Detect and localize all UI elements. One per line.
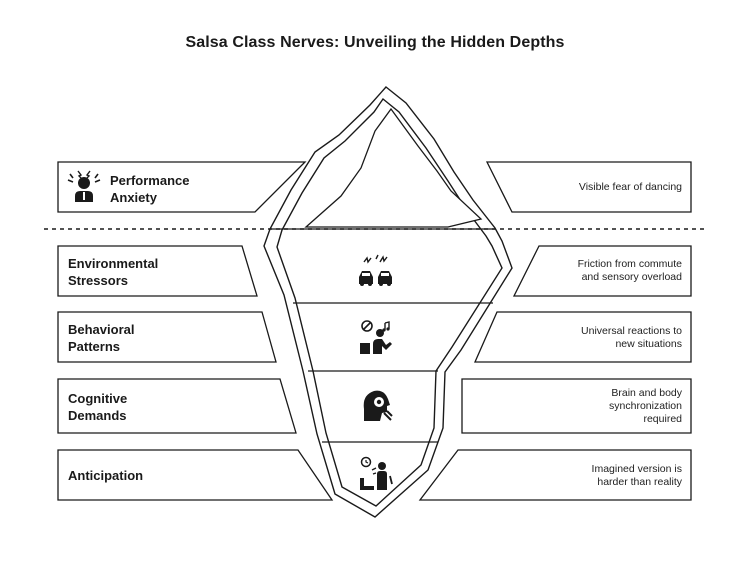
left-box-performance-anxiety [57,161,307,213]
brain-gear-head-icon [363,390,393,421]
desc-environmental-stressors: Friction from commute and sensory overlo… [578,258,682,284]
right-box-anticipation [418,449,692,501]
desc-line: Friction from commute [577,258,682,270]
desc-line: required [643,413,682,425]
label-anticipation: Anticipation [68,467,143,484]
left-box-cognitive-demands [57,378,297,434]
label-performance-anxiety: Performance Anxiety [110,172,189,206]
desc-line: Visible fear of dancing [578,181,682,193]
label-cognitive-demands: Cognitive Demands [68,390,127,424]
iceberg-tip [304,107,483,228]
desc-line: synchronization [609,400,682,412]
desc-line: new situations [615,338,682,350]
right-box-behavioral-patterns [474,311,692,363]
desc-line: Imagined version is [591,463,682,475]
desc-anticipation: Imagined version is harder than reality [592,463,682,489]
label-line: Anticipation [68,468,144,483]
label-line: Stressors [68,273,128,288]
label-environmental-stressors: Environmental Stressors [68,255,158,289]
right-box-performance-anxiety [485,161,692,213]
label-line: Anxiety [110,190,157,205]
left-box-anticipation [57,449,334,501]
person-imagining-icon [360,456,393,490]
label-line: Performance [110,173,190,188]
right-box-cognitive-demands [461,378,692,434]
stressed-person-icon [67,170,101,202]
label-line: Demands [68,408,127,423]
desc-line: Universal reactions to [581,325,682,337]
right-box-environmental-stressors [512,245,692,297]
cars-traffic-icon [359,254,392,286]
person-reacting-icon [360,320,392,354]
label-line: Cognitive [68,391,128,406]
left-box-behavioral-patterns [57,311,277,363]
label-line: Environmental [68,256,159,271]
label-behavioral-patterns: Behavioral Patterns [68,321,134,355]
desc-line: Brain and body [611,387,682,399]
desc-cognitive-demands: Brain and body synchronization required [609,387,682,426]
desc-line: harder than reality [597,476,682,488]
label-line: Patterns [68,339,121,354]
desc-behavioral-patterns: Universal reactions to new situations [581,325,682,351]
diagram-title: Salsa Class Nerves: Unveiling the Hidden… [185,34,565,51]
left-box-environmental-stressors [57,245,258,297]
label-line: Behavioral [68,322,135,337]
desc-performance-anxiety: Visible fear of dancing [579,181,682,194]
desc-line: and sensory overload [581,271,682,283]
